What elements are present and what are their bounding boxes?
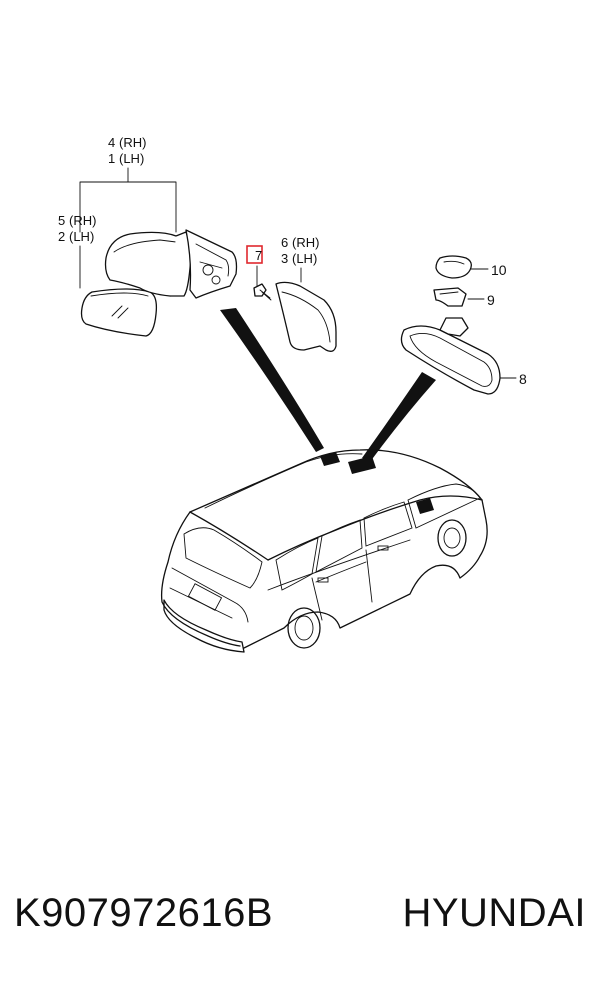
callout-1-side: (LH) <box>119 151 144 166</box>
inside-mirror-part <box>400 317 501 395</box>
callout-9: 9 <box>487 292 495 308</box>
parts-diagram: 4 (RH) 1 (LH) 5 (RH) 2 (LH) 6 (RH) 3 (LH… <box>58 135 527 653</box>
pointer-swoosh-right <box>362 372 436 462</box>
mirror-housing-part <box>104 231 192 297</box>
callout-4-1-leader <box>79 167 177 233</box>
callout-1: 1 <box>108 151 115 166</box>
callout-7: 7 <box>255 248 262 263</box>
callout-5-side: (RH) <box>69 213 96 228</box>
cover-bracket-part <box>433 287 467 307</box>
minivan-vehicle <box>160 449 488 653</box>
callout-2-side: (LH) <box>69 229 94 244</box>
delta-cover-part <box>275 281 337 352</box>
callout-4-side: (RH) <box>119 135 146 150</box>
callout-6: 6 <box>281 235 288 250</box>
callout-2: 2 <box>58 229 65 244</box>
pointer-swoosh-left <box>220 308 324 452</box>
cover-cap-part <box>435 255 472 279</box>
screw-part <box>253 283 272 301</box>
part-number: K907972616B <box>14 890 274 935</box>
callout-3: 3 <box>281 251 288 266</box>
callout-3-side: (LH) <box>292 251 317 266</box>
mirror-base-part <box>185 229 238 299</box>
footer: K907972616B HYUNDAI <box>14 878 586 948</box>
callout-5: 5 <box>58 213 65 228</box>
brand-name: HYUNDAI <box>402 890 586 935</box>
callout-4: 4 <box>108 135 115 150</box>
callout-10: 10 <box>491 262 507 278</box>
highlight-box <box>246 245 263 264</box>
callout-6-side: (RH) <box>292 235 319 250</box>
callout-8: 8 <box>519 371 527 387</box>
mirror-glass-part <box>80 288 158 337</box>
